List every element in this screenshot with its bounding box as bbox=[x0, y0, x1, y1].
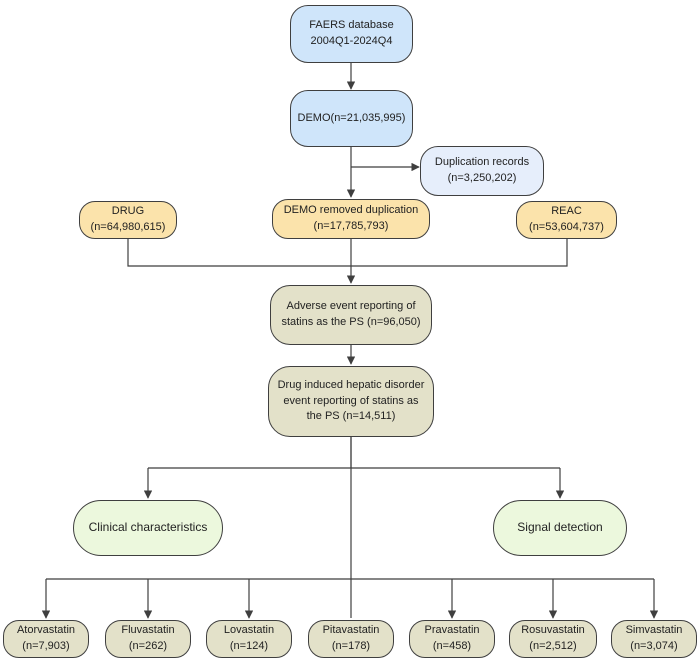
drug-count: (n=3,074) bbox=[630, 640, 678, 652]
demo-line1: DEMO(n=21,035,995) bbox=[297, 111, 406, 124]
node-faers-database: FAERS database 2004Q1-2024Q4 bbox=[290, 5, 413, 63]
node-reac-table: REAC (n=53,604,737) bbox=[516, 201, 617, 239]
duplication-line2: (n=3,250,202) bbox=[447, 172, 517, 184]
drug-node-pitavastatin: Pitavastatin (n=178) bbox=[308, 620, 394, 658]
drug-line1: DRUG bbox=[111, 205, 145, 218]
duplication-line1: Duplication records bbox=[434, 156, 530, 169]
hepatic-line2: event reporting of statins as bbox=[283, 394, 419, 407]
demo-removed-line2: (n=17,785,793) bbox=[313, 220, 389, 232]
drug-name: Pravastatin bbox=[424, 624, 480, 637]
node-clinical-characteristics: Clinical characteristics bbox=[73, 500, 223, 556]
drug-name: Rosuvastatin bbox=[521, 624, 585, 637]
drug-node-rosuvastatin: Rosuvastatin (n=2,512) bbox=[509, 620, 597, 658]
drug-count: (n=262) bbox=[128, 640, 168, 652]
hepatic-line1: Drug induced hepatic disorder bbox=[277, 378, 425, 391]
drug-name: Pitavastatin bbox=[322, 624, 380, 637]
drug-node-pravastatin: Pravastatin (n=458) bbox=[409, 620, 495, 658]
drug-name: Simvastatin bbox=[625, 624, 683, 637]
drug-count: (n=7,903) bbox=[22, 640, 70, 652]
drug-line2: (n=64,980,615) bbox=[90, 221, 166, 233]
faers-line2: 2004Q1-2024Q4 bbox=[310, 35, 393, 47]
drug-node-atorvastatin: Atorvastatin (n=7,903) bbox=[3, 620, 89, 658]
line-drug-merge bbox=[127, 239, 568, 267]
node-adverse-event-reporting: Adverse event reporting of statins as th… bbox=[270, 285, 432, 345]
reac-line2: (n=53,604,737) bbox=[529, 221, 604, 233]
drug-count: (n=458) bbox=[432, 640, 472, 652]
reac-line1: REAC bbox=[551, 205, 582, 218]
drug-count: (n=178) bbox=[331, 640, 371, 652]
drug-name: Lovastatin bbox=[223, 624, 275, 637]
node-hepatic-disorder-reporting: Drug induced hepatic disorder event repo… bbox=[268, 366, 434, 437]
demo-removed-line1: DEMO removed duplication bbox=[283, 204, 419, 217]
faers-line1: FAERS database bbox=[309, 19, 394, 32]
node-demo: DEMO(n=21,035,995) bbox=[290, 90, 413, 147]
drug-count: (n=2,512) bbox=[529, 640, 577, 652]
drug-node-fluvastatin: Fluvastatin (n=262) bbox=[105, 620, 191, 658]
node-duplication-records: Duplication records (n=3,250,202) bbox=[420, 146, 544, 196]
clinical-line1: Clinical characteristics bbox=[88, 520, 208, 535]
drug-count: (n=124) bbox=[229, 640, 269, 652]
drug-name: Atorvastatin bbox=[16, 624, 76, 637]
node-drug-table: DRUG (n=64,980,615) bbox=[79, 201, 177, 239]
node-demo-removed-duplication: DEMO removed duplication (n=17,785,793) bbox=[272, 199, 430, 239]
node-signal-detection: Signal detection bbox=[493, 500, 627, 556]
drug-node-simvastatin: Simvastatin (n=3,074) bbox=[611, 620, 697, 658]
adverse-line1: Adverse event reporting of bbox=[286, 300, 416, 313]
hepatic-line3: the PS (n=14,511) bbox=[306, 410, 396, 423]
drug-node-lovastatin: Lovastatin (n=124) bbox=[206, 620, 292, 658]
adverse-line2: statins as the PS (n=96,050) bbox=[281, 316, 421, 328]
drug-name: Fluvastatin bbox=[121, 624, 175, 637]
signal-line1: Signal detection bbox=[517, 520, 603, 535]
